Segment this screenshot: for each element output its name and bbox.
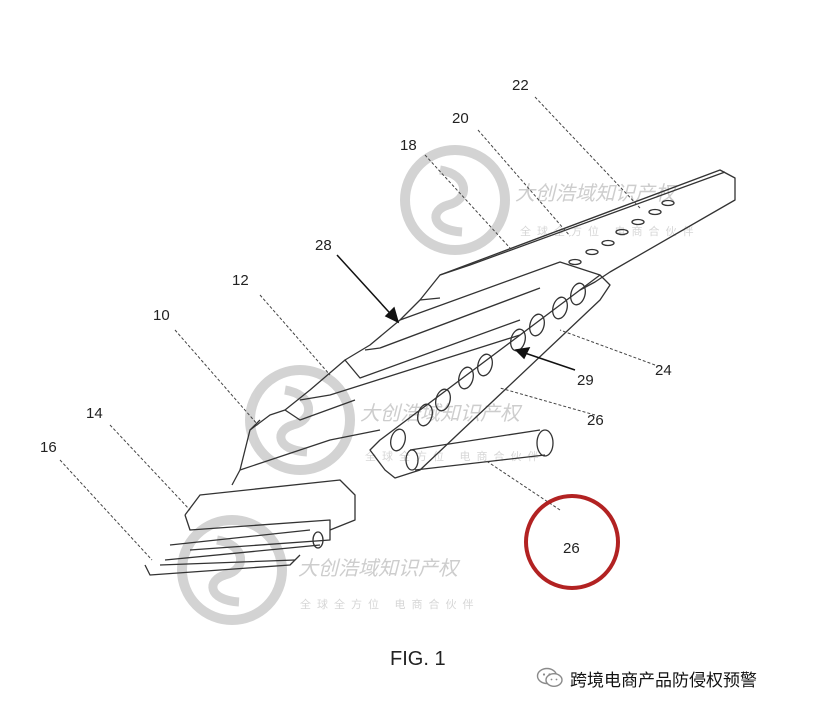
pin-rod	[409, 429, 546, 471]
label-10: 10	[153, 307, 170, 324]
label-16: 16	[40, 439, 57, 456]
label-28: 28	[315, 237, 332, 254]
watermark-subtext: 全球全方位 电商合伙伴	[520, 224, 700, 238]
label-20: 20	[452, 110, 469, 127]
footer-credit: 跨境电商产品防侵权预警	[536, 664, 757, 692]
device-drawing	[144, 169, 736, 576]
lower-body-outline	[284, 319, 521, 411]
watermark-subtext: 全球全方位 电商合伙伴	[300, 597, 480, 611]
watermark-group: 大创浩域知识产权 全球全方位 电商合伙伴 大创浩域知识产权 全球全方位 电商合伙…	[177, 145, 700, 625]
pin-rod-end	[536, 429, 554, 457]
callout-circle	[524, 494, 620, 590]
watermark-text: 大创浩域知识产权	[515, 181, 678, 205]
label-18: 18	[400, 137, 417, 154]
upper-body-top-edge	[439, 171, 726, 276]
top-holes	[568, 199, 675, 266]
pin-rod-start	[405, 449, 419, 471]
leader-lines	[59, 96, 656, 561]
clasp-roller	[312, 531, 324, 549]
wechat-icon	[536, 667, 563, 688]
label-29: 29	[577, 372, 594, 389]
watermark-text: 大创浩域知识产权	[360, 401, 523, 425]
label-14: 14	[86, 405, 103, 422]
plate-holes	[390, 282, 586, 452]
footer-text: 跨境电商产品防侵权预警	[570, 670, 757, 691]
label-12: 12	[232, 272, 249, 289]
watermark-text: 大创浩域知识产权	[298, 556, 461, 580]
label-26-upper: 26	[587, 412, 604, 429]
clasp-base	[144, 554, 301, 576]
left-block-front	[239, 419, 261, 471]
perforated-plate	[369, 274, 611, 479]
label-22: 22	[512, 77, 529, 94]
arrows	[336, 254, 576, 371]
upper-body-outline	[419, 169, 736, 301]
left-block-outline	[249, 399, 356, 431]
watermark-logo-icon	[177, 515, 287, 625]
clasp-top	[184, 479, 356, 531]
clasp-side	[184, 514, 331, 551]
label-26-callout: 26	[563, 540, 580, 557]
middle-body-lower-edge	[364, 287, 541, 351]
clasp-rails	[159, 529, 321, 566]
upper-body-front-edge	[399, 297, 441, 321]
watermark-logo-icon	[400, 145, 510, 255]
figure-caption: FIG. 1	[390, 648, 446, 670]
lower-bar	[231, 429, 381, 486]
watermark-subtext: 全球全方位 电商合伙伴	[365, 449, 545, 463]
label-24: 24	[655, 362, 672, 379]
lower-step-edge	[299, 334, 521, 401]
middle-body-outline	[344, 261, 601, 361]
part-labels: 22 20 18 28 12 10 14 16 24 29 26 26	[40, 77, 672, 557]
